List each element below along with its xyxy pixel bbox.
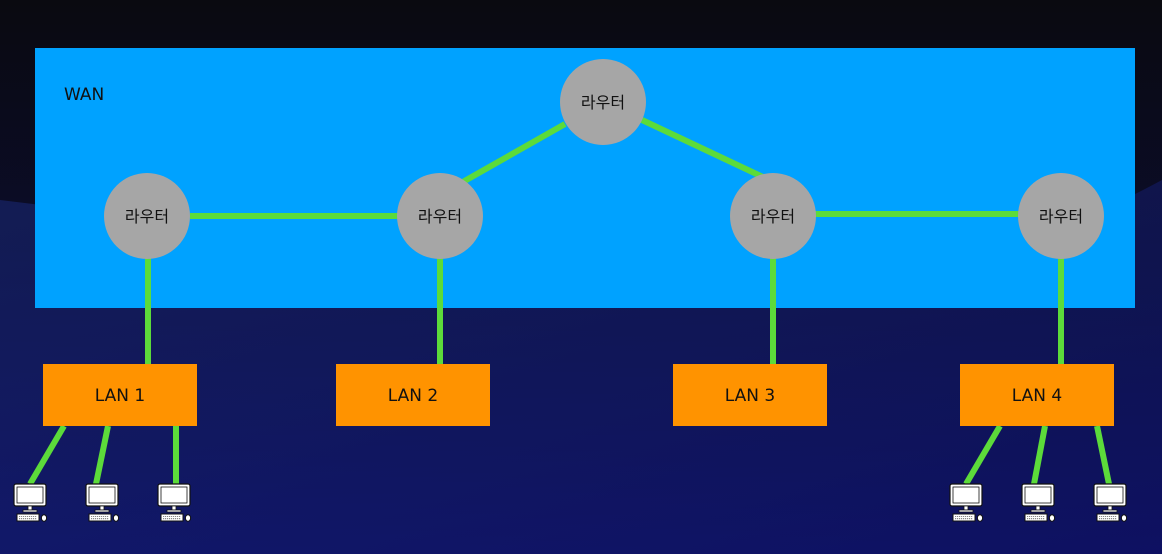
lan-3-label: LAN 3 <box>725 386 775 406</box>
router-1-node <box>104 173 190 259</box>
computer-icon <box>157 483 192 522</box>
link-lan1-pc1 <box>27 424 67 486</box>
computer-icon <box>85 483 120 522</box>
lan-3: LAN 3 <box>673 364 827 426</box>
router-4: 라우터 <box>1018 173 1104 259</box>
computer-icon <box>1093 483 1128 522</box>
link-lan4-pc2 <box>1031 425 1048 485</box>
lan-1-box <box>43 364 197 426</box>
lan-3-box <box>673 364 827 426</box>
router-4-node <box>1018 173 1104 259</box>
link-lan1-pc2 <box>93 425 111 485</box>
link-r2-top <box>459 121 567 186</box>
router-3-label: 라우터 <box>751 207 795 226</box>
computer-icon <box>1021 483 1056 522</box>
wan-links <box>190 117 1019 219</box>
lan-4: LAN 4 <box>960 364 1114 426</box>
link-lan4-pc3 <box>1094 425 1112 485</box>
lan-4-box <box>960 364 1114 426</box>
lan-1-label: LAN 1 <box>95 386 145 406</box>
router-4-label: 라우터 <box>1039 207 1083 226</box>
router-lan-links <box>145 258 1064 364</box>
router-top-label: 라우터 <box>581 93 625 112</box>
router-top: 라우터 <box>560 59 646 145</box>
router-top-node <box>560 59 646 145</box>
computer-icon <box>13 483 48 522</box>
link-lan4-pc1 <box>963 424 1003 486</box>
lan-computer-links <box>27 424 1112 486</box>
lan-2-label: LAN 2 <box>388 386 438 406</box>
router-1-label: 라우터 <box>125 207 169 226</box>
router-3-node <box>730 173 816 259</box>
lan-1: LAN 1 <box>43 364 197 426</box>
computer-icon <box>949 483 984 522</box>
router-2-node <box>397 173 483 259</box>
router-3: 라우터 <box>730 173 816 259</box>
wan-label: WAN <box>64 85 104 105</box>
router-1: 라우터 <box>104 173 190 259</box>
lan-2: LAN 2 <box>336 364 490 426</box>
router-2-label: 라우터 <box>418 207 462 226</box>
router-2: 라우터 <box>397 173 483 259</box>
lan-4-label: LAN 4 <box>1012 386 1062 406</box>
link-top-r3 <box>640 117 767 181</box>
lan-2-box <box>336 364 490 426</box>
